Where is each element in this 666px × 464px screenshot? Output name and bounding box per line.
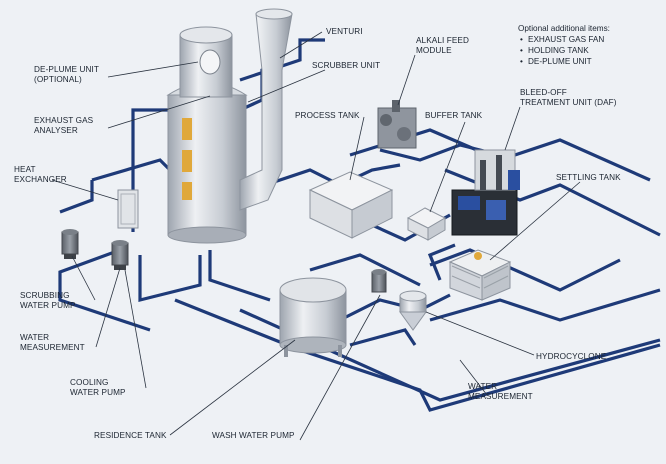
leader-wash	[299, 294, 381, 441]
pipe-left-lower	[58, 248, 151, 332]
leader-exhaust	[107, 95, 211, 129]
leader-daf	[504, 106, 521, 151]
label-bleed-off: BLEED-OFF TREATMENT UNIT (DAF)	[520, 88, 617, 107]
label-settling-tank: SETTLING TANK	[556, 173, 621, 182]
label-process-tank: PROCESS TANK	[295, 111, 360, 120]
note-title: Optional additional items:	[518, 24, 610, 33]
pipe-left-bottom	[138, 255, 202, 303]
label-wash-pump: WASH WATER PUMP	[212, 431, 295, 440]
optional-items-note: Optional additional items: EXHAUST GAS F…	[518, 23, 610, 67]
leader-water-right	[459, 359, 488, 396]
label-cooling-pump: COOLING WATER PUMP	[70, 378, 126, 397]
scrubbing-water-pump	[61, 229, 79, 259]
leader-settling	[489, 181, 581, 261]
scrubber-unit	[166, 26, 248, 244]
pipe-bottom-2	[208, 250, 271, 302]
heat-exchanger	[117, 189, 139, 229]
buffer-tank	[406, 207, 447, 241]
leader-scrub-pump	[71, 255, 96, 301]
label-water-measurement-left: WATER MEASUREMENT	[20, 333, 85, 352]
leader-scrubber	[247, 69, 326, 103]
leader-venturi	[279, 31, 323, 59]
hydrocyclone	[399, 290, 427, 331]
leader-water-left	[95, 267, 121, 348]
leader-lines	[51, 31, 581, 441]
leader-hydro	[425, 311, 535, 356]
pipe-left-loop	[59, 158, 172, 214]
leader-cooling	[124, 269, 147, 389]
alkali-feed-module	[377, 100, 417, 149]
note-item: HOLDING TANK	[520, 45, 610, 56]
pipe-residence-right	[339, 293, 451, 322]
process-tank	[308, 171, 394, 239]
leader-alkali	[397, 54, 416, 106]
leader-deplume	[107, 61, 199, 78]
label-hydrocyclone: HYDROCYCLONE	[536, 352, 607, 361]
note-list: EXHAUST GAS FAN HOLDING TANK DE-PLUME UN…	[518, 34, 610, 67]
wash-water-pump	[371, 269, 387, 293]
label-water-measurement-right: WATER MEASUREMENT	[468, 382, 533, 401]
label-heat-exchanger: HEAT EXCHANGER	[14, 165, 67, 184]
pipe-loop-2	[427, 243, 456, 281]
bleed-off-daf-unit	[451, 149, 520, 236]
leader-buffer	[429, 121, 466, 213]
label-alkali-feed: ALKALI FEED MODULE	[416, 36, 469, 55]
pipe-settling-loop	[429, 248, 621, 292]
cooling-water-pump	[111, 240, 129, 270]
label-venturi: VENTURI	[326, 27, 363, 36]
pipe-mid-right	[309, 253, 421, 287]
residence-tank	[279, 277, 347, 357]
leader-heat	[51, 179, 119, 201]
label-exhaust-gas: EXHAUST GAS ANALYSER	[34, 116, 94, 135]
leader-process	[349, 116, 365, 181]
label-scrubber-unit: SCRUBBER UNIT	[312, 61, 381, 70]
pipe-wash-out	[349, 328, 417, 347]
label-deplume: DE-PLUME UNIT (OPTIONAL)	[34, 65, 99, 84]
label-buffer-tank: BUFFER TANK	[425, 111, 483, 120]
label-residence-tank: RESIDENCE TANK	[94, 431, 167, 440]
settling-tank	[448, 249, 512, 301]
pipe-hydro-right	[429, 288, 661, 322]
label-scrubbing-pump: SCRUBBING WATER PUMP	[20, 291, 76, 310]
note-item: EXHAUST GAS FAN	[520, 34, 610, 45]
note-item: DE-PLUME UNIT	[520, 56, 610, 67]
leader-residence	[169, 339, 296, 436]
venturi	[239, 8, 293, 211]
